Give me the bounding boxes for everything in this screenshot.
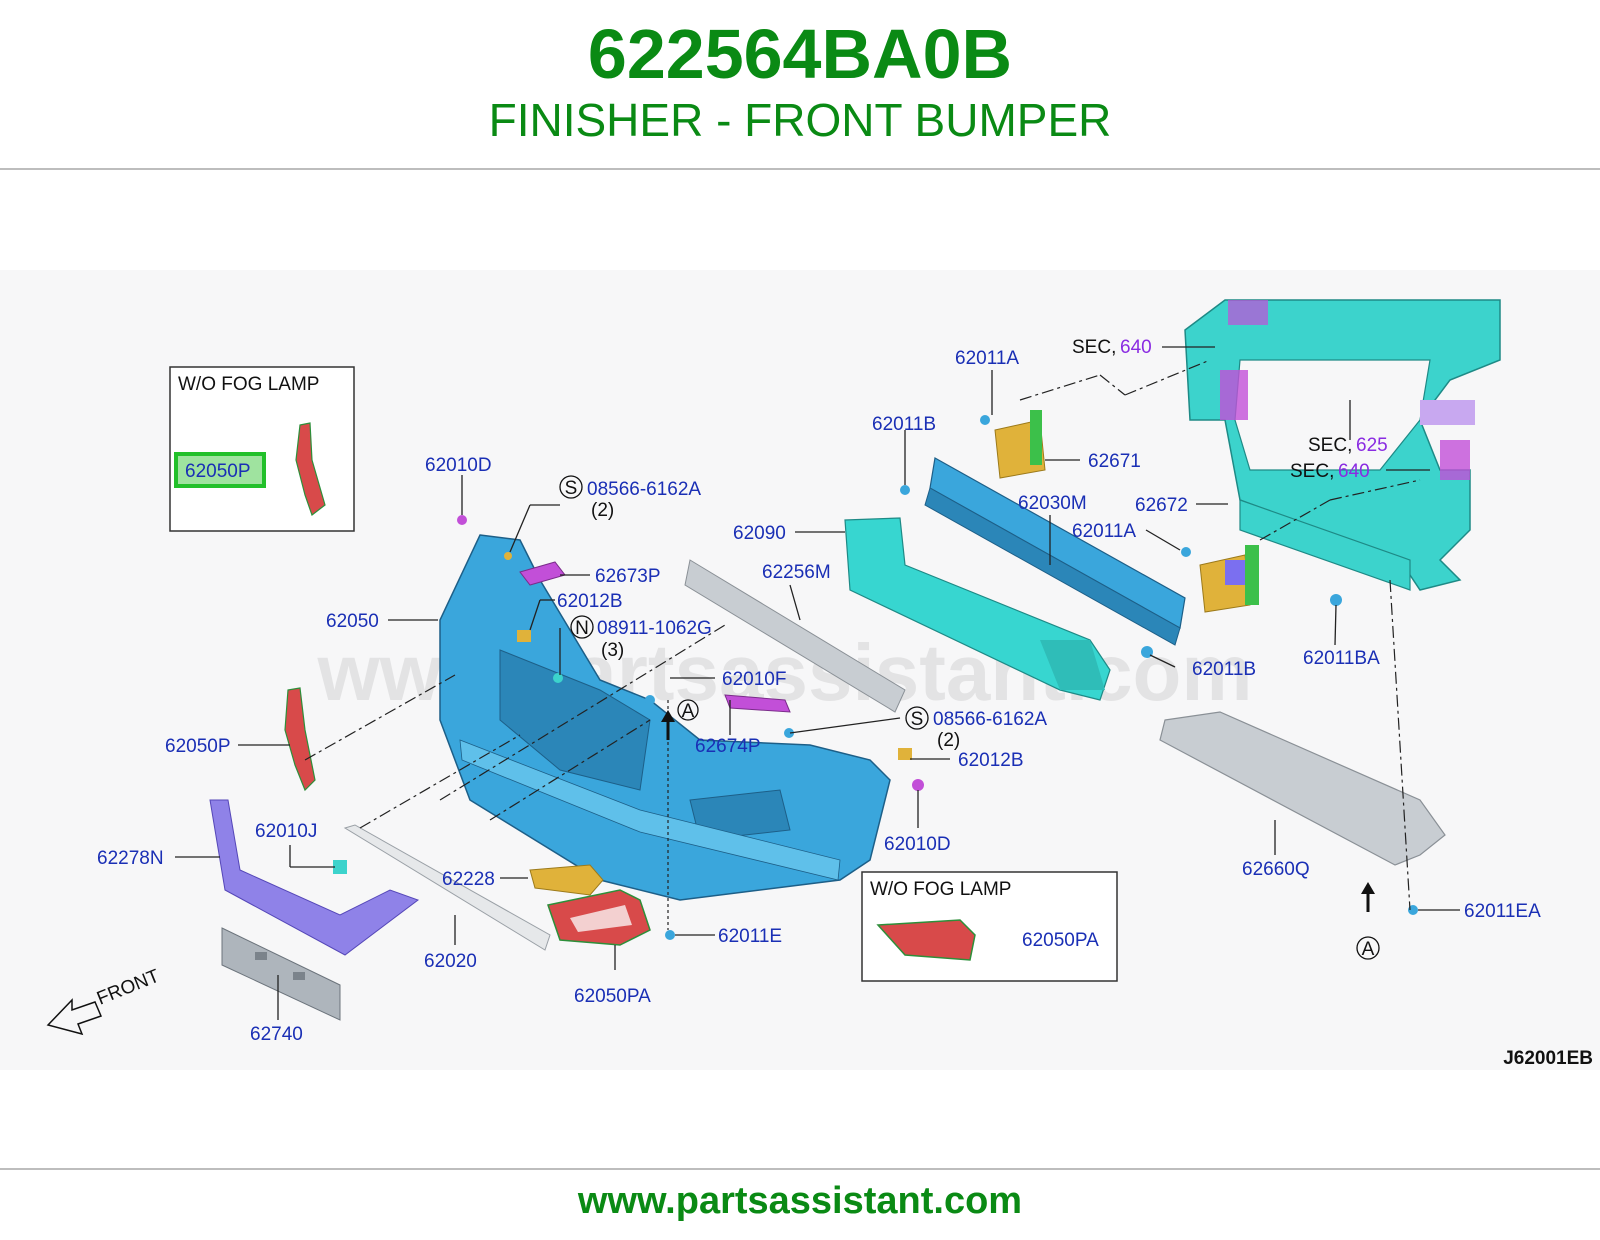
callout-a-top: A — [682, 701, 695, 722]
callout-arrows — [661, 710, 1375, 912]
front-label: FRONT — [94, 966, 163, 1010]
label-62010D-bottom[interactable]: 62010D — [884, 834, 951, 855]
label-sec-640-mid[interactable]: 640 — [1338, 461, 1370, 482]
label-62011A-mid[interactable]: 62011A — [1072, 521, 1136, 542]
label-screw-top-code[interactable]: 08566-6162A — [587, 479, 701, 500]
inset-box-top: W/O FOG LAMP 62050P — [169, 366, 355, 532]
alignment-lines — [304, 359, 1421, 930]
fasteners — [333, 415, 1418, 940]
label-62674P[interactable]: 62674P — [695, 736, 761, 757]
label-62671[interactable]: 62671 — [1088, 451, 1141, 472]
label-62012B-bottom[interactable]: 62012B — [958, 750, 1024, 771]
label-62228[interactable]: 62228 — [442, 869, 495, 890]
upper-brackets — [519, 561, 791, 713]
leader-lines — [175, 346, 1460, 1020]
label-62011BA[interactable]: 62011BA — [1303, 648, 1380, 669]
front-direction-indicator: FRONT — [46, 966, 163, 1036]
bumper-reinforcement — [924, 457, 1186, 646]
inset-bottom-part[interactable]: 62050PA — [1022, 930, 1099, 951]
label-62090[interactable]: 62090 — [733, 523, 786, 544]
engine-under-cover — [1159, 711, 1446, 866]
label-62278N[interactable]: 62278N — [97, 848, 164, 869]
footer-divider — [0, 1168, 1600, 1170]
part-labels: 62011A SEC, 640 62011B 62671 SEC, 625 SE… — [97, 337, 1541, 1045]
label-62012B-top[interactable]: 62012B — [557, 591, 623, 612]
callout-a-bottom: A — [1362, 939, 1375, 960]
screw-top-symbol: S — [565, 478, 578, 499]
label-sec-prefix-625: SEC, — [1308, 435, 1352, 456]
callout-a-markers: A A — [677, 699, 1380, 960]
label-62030M[interactable]: 62030M — [1018, 493, 1087, 514]
bumper-stay-brackets — [994, 410, 1259, 613]
energy-absorber — [844, 517, 1111, 701]
highlighted-part-box — [174, 452, 266, 488]
label-nut-code[interactable]: 08911-1062G — [597, 618, 712, 639]
label-screw-bottom-code[interactable]: 08566-6162A — [933, 709, 1047, 730]
part-name-subtitle: FINISHER - FRONT BUMPER — [488, 94, 1112, 146]
label-62010F[interactable]: 62010F — [722, 669, 786, 690]
inset-bottom-title: W/O FOG LAMP — [870, 879, 1011, 900]
label-screw-bottom-qty: (2) — [937, 730, 960, 751]
label-62050[interactable]: 62050 — [326, 611, 379, 632]
label-62672[interactable]: 62672 — [1135, 495, 1188, 516]
screw-bottom-symbol: S — [911, 709, 924, 730]
label-62011B-mid[interactable]: 62011B — [1192, 659, 1256, 680]
diagram-code: J62001EB — [1503, 1048, 1593, 1069]
label-sec-prefix-top: SEC, — [1072, 337, 1116, 358]
fog-lamp-finisher — [547, 889, 651, 946]
label-62020[interactable]: 62020 — [424, 951, 477, 972]
label-62011A-top[interactable]: 62011A — [955, 348, 1019, 369]
label-62050PA[interactable]: 62050PA — [574, 986, 651, 1007]
header-divider — [0, 168, 1600, 170]
grille-reinforcement — [684, 559, 906, 713]
cover-62228 — [529, 864, 604, 896]
label-62010J[interactable]: 62010J — [255, 821, 317, 842]
label-62256M[interactable]: 62256M — [762, 562, 831, 583]
fastener-symbols: S N S — [559, 475, 929, 730]
nut-symbol: N — [575, 618, 589, 639]
lower-grille-molding — [209, 799, 420, 956]
radiator-core-support — [1184, 299, 1501, 591]
inset-box-bottom: W/O FOG LAMP 62050PA — [861, 871, 1118, 982]
label-62011EA[interactable]: 62011EA — [1464, 901, 1541, 922]
bumper-finisher-strip — [343, 824, 551, 951]
label-sec-625[interactable]: 625 — [1356, 435, 1388, 456]
inset-top-part[interactable]: 62050P — [185, 461, 251, 482]
label-sec-640-top[interactable]: 640 — [1120, 337, 1152, 358]
label-62740[interactable]: 62740 — [250, 1024, 303, 1045]
label-62011E[interactable]: 62011E — [718, 926, 782, 947]
label-nut-qty: (3) — [601, 640, 624, 661]
footer-website-link[interactable]: www.partsassistant.com — [577, 1180, 1023, 1222]
inset-top-title: W/O FOG LAMP — [178, 374, 319, 395]
front-arrow-icon — [46, 998, 103, 1036]
label-62660Q[interactable]: 62660Q — [1242, 859, 1310, 880]
label-62673P[interactable]: 62673P — [595, 566, 661, 587]
license-plate-bracket — [221, 927, 341, 1021]
label-62011B-top[interactable]: 62011B — [872, 414, 936, 435]
label-62050P[interactable]: 62050P — [165, 736, 231, 757]
part-number-title: 622564BA0B — [587, 15, 1013, 93]
label-62010D-top[interactable]: 62010D — [425, 455, 492, 476]
label-sec-prefix-640-mid: SEC, — [1290, 461, 1334, 482]
side-finisher — [284, 687, 316, 792]
label-screw-top-qty: (2) — [591, 500, 614, 521]
